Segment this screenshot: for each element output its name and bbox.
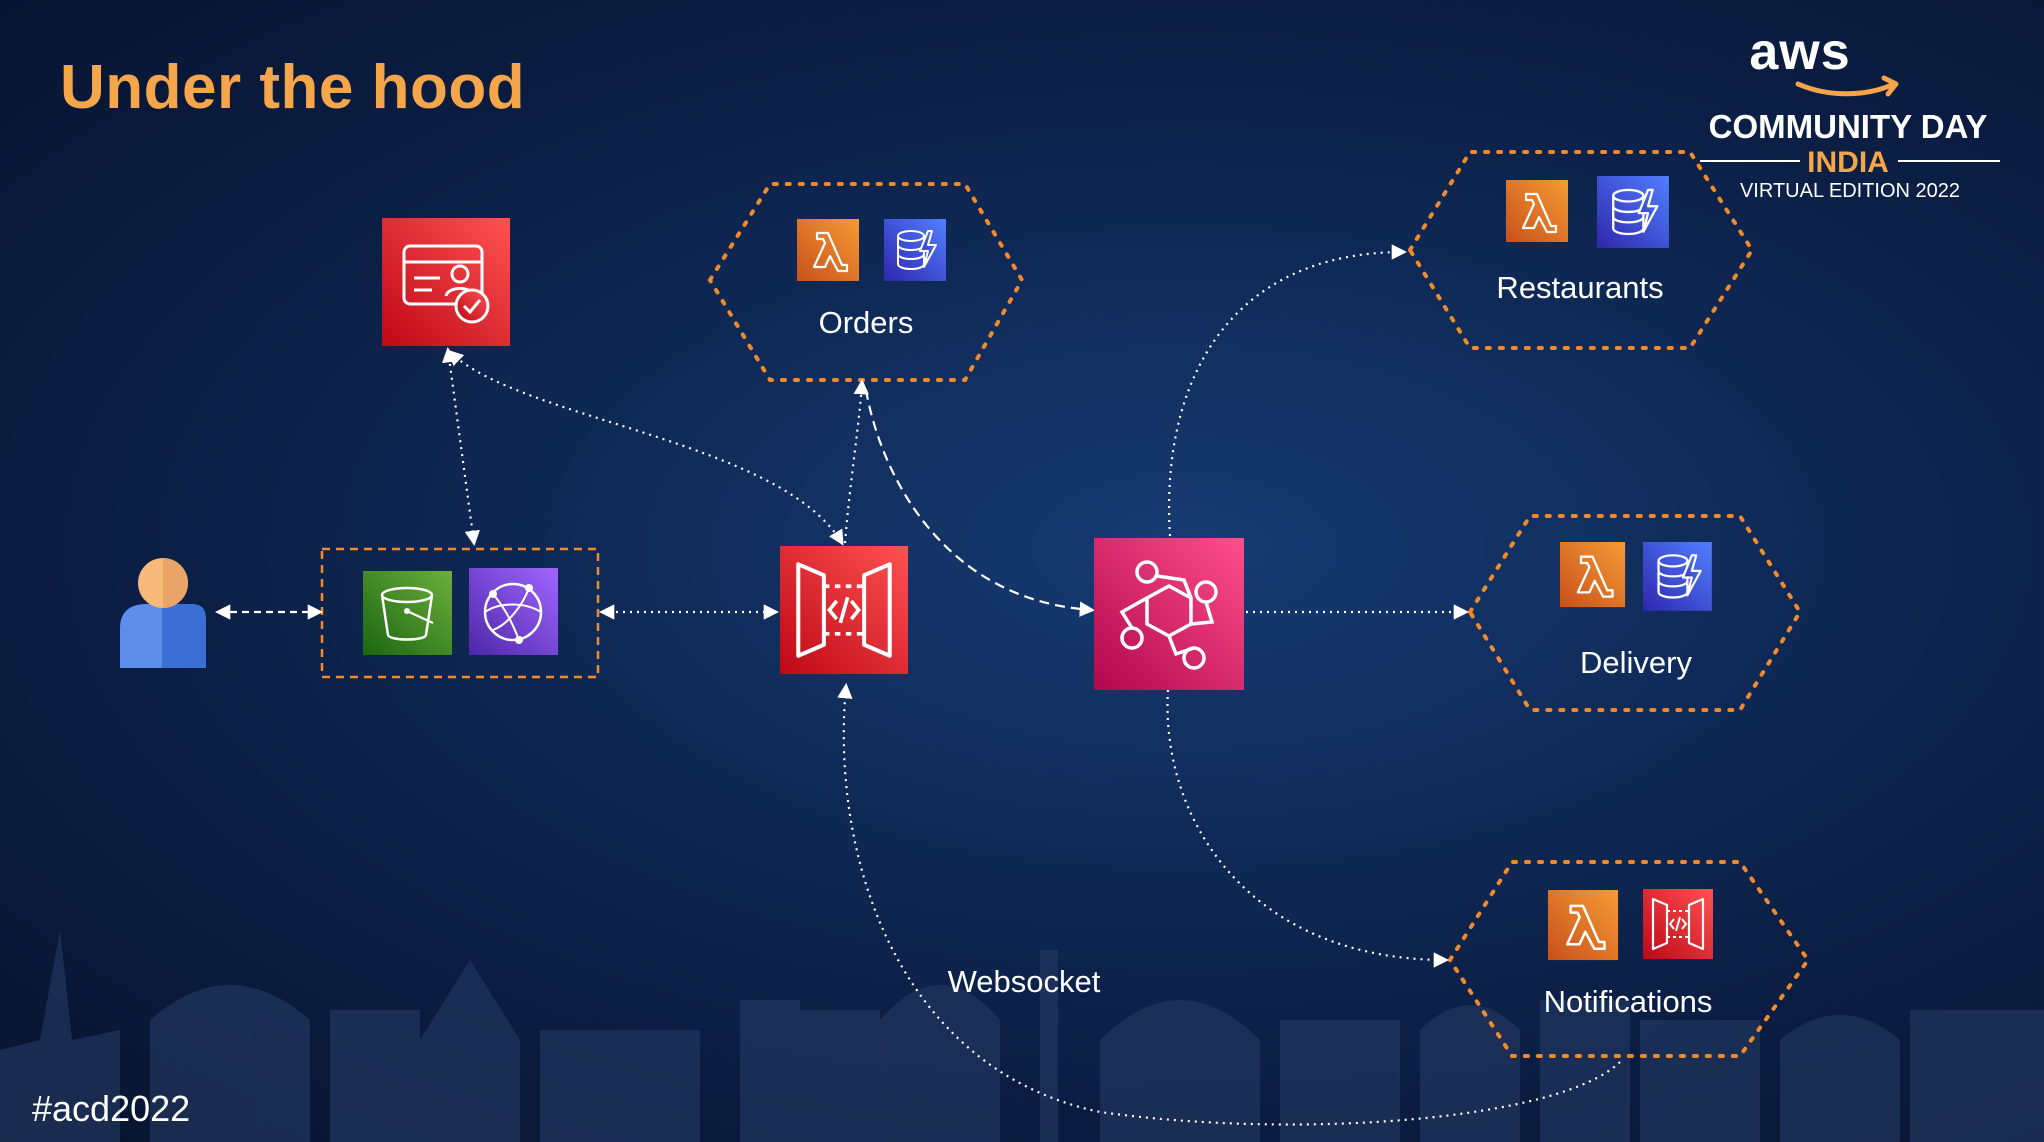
logo-country: INDIA xyxy=(1807,146,1889,179)
skyline-silhouette xyxy=(0,930,2044,1142)
edge-cognito-frontend xyxy=(442,346,480,547)
eventbridge-icon xyxy=(1094,538,1244,690)
hex-orders xyxy=(707,182,1025,382)
s3-bucket-icon xyxy=(363,571,452,655)
lambda-icon xyxy=(1546,888,1620,962)
aws-logo-text: aws xyxy=(1749,23,1851,81)
edge-orders-eventbridge xyxy=(864,389,1096,617)
api-gateway-icon xyxy=(780,546,908,674)
group-label-orders: Orders xyxy=(818,305,914,340)
lambda-icon xyxy=(1504,178,1570,244)
cognito-icon xyxy=(382,218,510,346)
edge-apigateway-orders xyxy=(843,378,870,544)
dynamodb-icon xyxy=(883,218,947,282)
edge-eventbridge-restaurants xyxy=(1168,244,1408,537)
logo-event-name: COMMUNITY DAY xyxy=(1708,108,1988,145)
hex-restaurants xyxy=(1407,150,1755,350)
edge-eventbridge-notifications xyxy=(1166,689,1450,968)
aws-smile-icon xyxy=(1795,75,1899,97)
lambda-icon xyxy=(1558,540,1627,609)
api-gateway-icon xyxy=(1641,887,1715,961)
lambda-icon xyxy=(795,217,861,283)
dynamodb-icon xyxy=(1641,540,1713,612)
group-label-delivery: Delivery xyxy=(1580,645,1692,680)
dynamodb-icon xyxy=(1595,174,1671,250)
group-label-restaurants: Restaurants xyxy=(1496,270,1664,305)
slide-title: Under the hood xyxy=(60,53,526,122)
edge-label-websocket: Websocket xyxy=(947,964,1101,999)
user-icon xyxy=(120,558,206,668)
hex-notifications xyxy=(1447,860,1811,1058)
group-label-notifications: Notifications xyxy=(1543,984,1713,1019)
logo-edition: VIRTUAL EDITION 2022 xyxy=(1739,180,1961,202)
cloudfront-icon xyxy=(469,568,558,655)
hashtag: #acd2022 xyxy=(32,1088,191,1129)
